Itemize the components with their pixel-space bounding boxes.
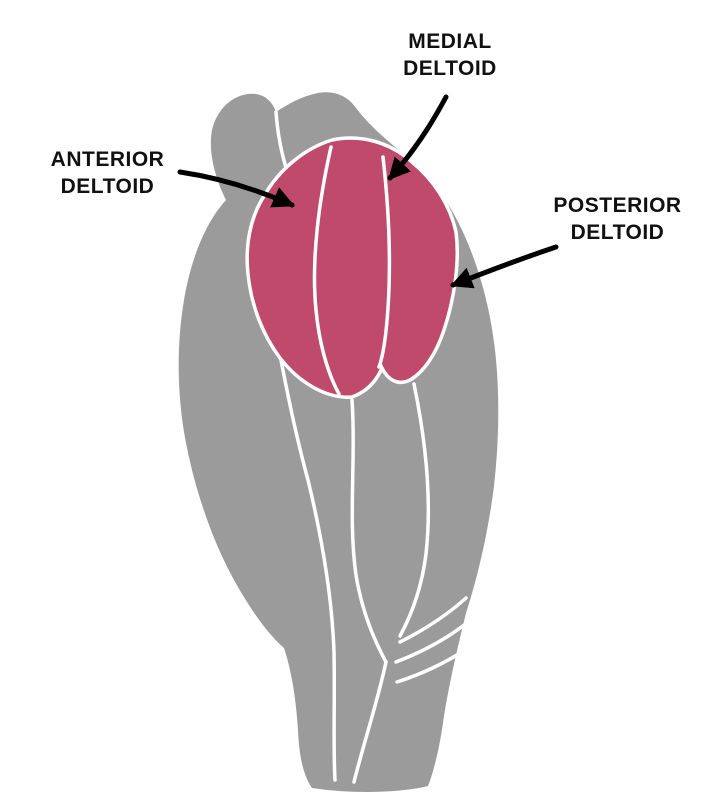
triceps-line <box>398 382 431 638</box>
posterior-arrow <box>450 244 559 289</box>
medial-deltoid-label: MEDIAL DELTOID <box>375 28 525 82</box>
label-line-2: DELTOID <box>570 221 665 244</box>
pointer-arrows <box>177 94 559 289</box>
label-line-2: DELTOID <box>403 57 497 80</box>
label-line-1: ANTERIOR <box>50 148 165 171</box>
posterior-deltoid-label: POSTERIOR DELTOID <box>540 192 695 246</box>
anterior-deltoid-label: ANTERIOR DELTOID <box>30 146 185 200</box>
label-line-2: DELTOID <box>60 175 155 198</box>
label-line-1: MEDIAL <box>408 30 492 53</box>
deltoid-shape <box>245 136 459 399</box>
label-line-1: POSTERIOR <box>553 194 682 217</box>
muscle-separation-lines <box>254 110 470 784</box>
medial-posterior-divider <box>377 155 392 369</box>
elbow-line-2 <box>394 620 470 664</box>
elbow-line-3 <box>395 646 470 684</box>
anterior-arrow <box>177 169 295 208</box>
elbow-line-1 <box>398 596 468 644</box>
medial-arrow <box>387 94 449 181</box>
biceps-line <box>350 398 388 784</box>
deltoid-highlight <box>245 136 459 399</box>
anterior-medial-divider <box>312 145 341 396</box>
